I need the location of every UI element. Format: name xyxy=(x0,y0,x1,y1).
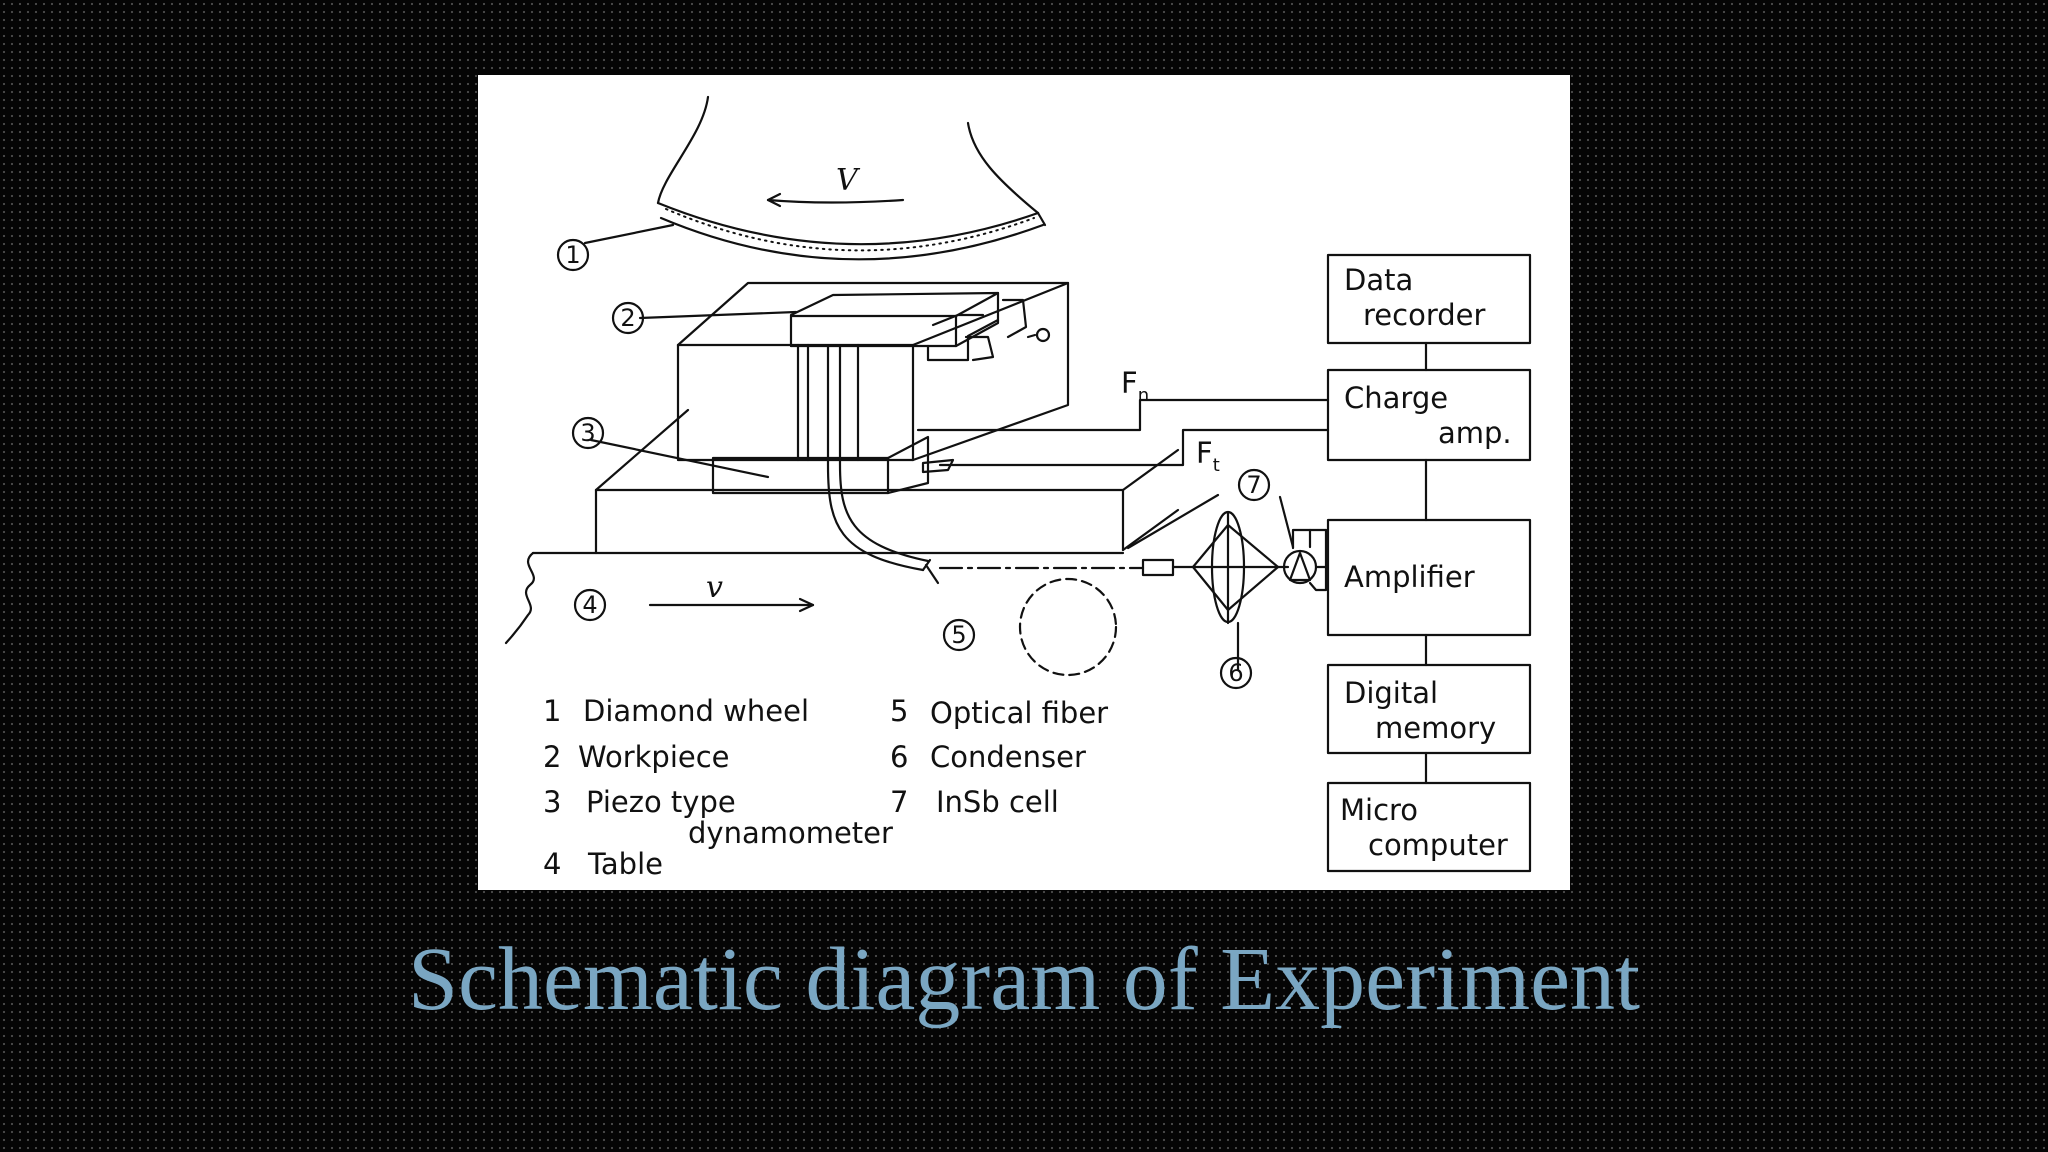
legend-num-4: 4 xyxy=(543,847,561,881)
callout-number-6: 6 xyxy=(1228,659,1243,687)
callout-number-1: 1 xyxy=(565,241,580,269)
amplifier-label: Amplifier xyxy=(1344,560,1475,594)
digital-memory-label-line2: memory xyxy=(1375,711,1496,745)
legend-text-7: InSb cell xyxy=(936,785,1059,819)
callout-number-7: 7 xyxy=(1246,471,1261,499)
legend-num-2: 2 xyxy=(543,740,561,774)
block-boxes xyxy=(1326,253,1532,873)
workpiece xyxy=(789,291,1028,362)
legend-text-4: Table xyxy=(587,847,663,881)
charge-amp-label-line1: Charge xyxy=(1344,381,1448,415)
diamond-wheel xyxy=(656,95,1047,261)
legend-num-3: 3 xyxy=(543,785,561,819)
charge-amp-label-line2: amp. xyxy=(1438,416,1512,450)
callout-number-3: 3 xyxy=(580,419,595,447)
schematic-figure: 1 2 3 4 5 6 7 V v Fn Ft Data recorder Ch… xyxy=(478,75,1570,890)
schematic-diagram: 1 2 3 4 5 6 7 V v Fn Ft Data recorder Ch… xyxy=(504,95,1532,881)
wheel-velocity-label: V xyxy=(836,163,861,198)
legend-num-1: 1 xyxy=(543,694,561,728)
micro-computer-label-line2: computer xyxy=(1368,828,1508,862)
digital-memory-label-line1: Digital xyxy=(1344,676,1438,710)
legend-text-1: Diamond wheel xyxy=(583,694,809,728)
tangential-force-label: Ft xyxy=(1196,436,1220,476)
legend-text-6: Condenser xyxy=(930,740,1086,774)
optical-fiber xyxy=(826,345,1145,677)
piezo-dynamometer xyxy=(676,281,1070,495)
legend-text-5: Optical fiber xyxy=(930,696,1108,730)
condenser-optics xyxy=(1141,510,1318,625)
legend-text-3b: dynamometer xyxy=(688,816,893,850)
callout-number-2: 2 xyxy=(620,304,635,332)
legend-num-7: 7 xyxy=(890,785,908,819)
legend-text-2: Workpiece xyxy=(578,740,730,774)
legend-text-3: Piezo type xyxy=(586,785,736,819)
data-recorder-label-line2: recorder xyxy=(1363,298,1485,332)
callout-leaders xyxy=(583,223,1295,672)
legend: 1 Diamond wheel 2 Workpiece 3 Piezo type… xyxy=(543,694,1108,881)
callout-number-4: 4 xyxy=(582,591,597,619)
micro-computer-label-line1: Micro xyxy=(1340,793,1418,827)
callout-number-5: 5 xyxy=(951,621,966,649)
table-velocity-arrow xyxy=(648,597,815,613)
data-recorder-label-line1: Data xyxy=(1344,263,1413,297)
normal-force-label: Fn xyxy=(1121,366,1149,406)
legend-num-6: 6 xyxy=(890,740,908,774)
signal-wires xyxy=(916,341,1428,785)
legend-num-5: 5 xyxy=(890,694,908,728)
slide-caption: Schematic diagram of Experiment xyxy=(407,930,1641,1029)
wheel-velocity-arrow xyxy=(766,192,905,208)
table-velocity-label: v xyxy=(706,570,723,605)
callout-circles xyxy=(556,238,1271,690)
